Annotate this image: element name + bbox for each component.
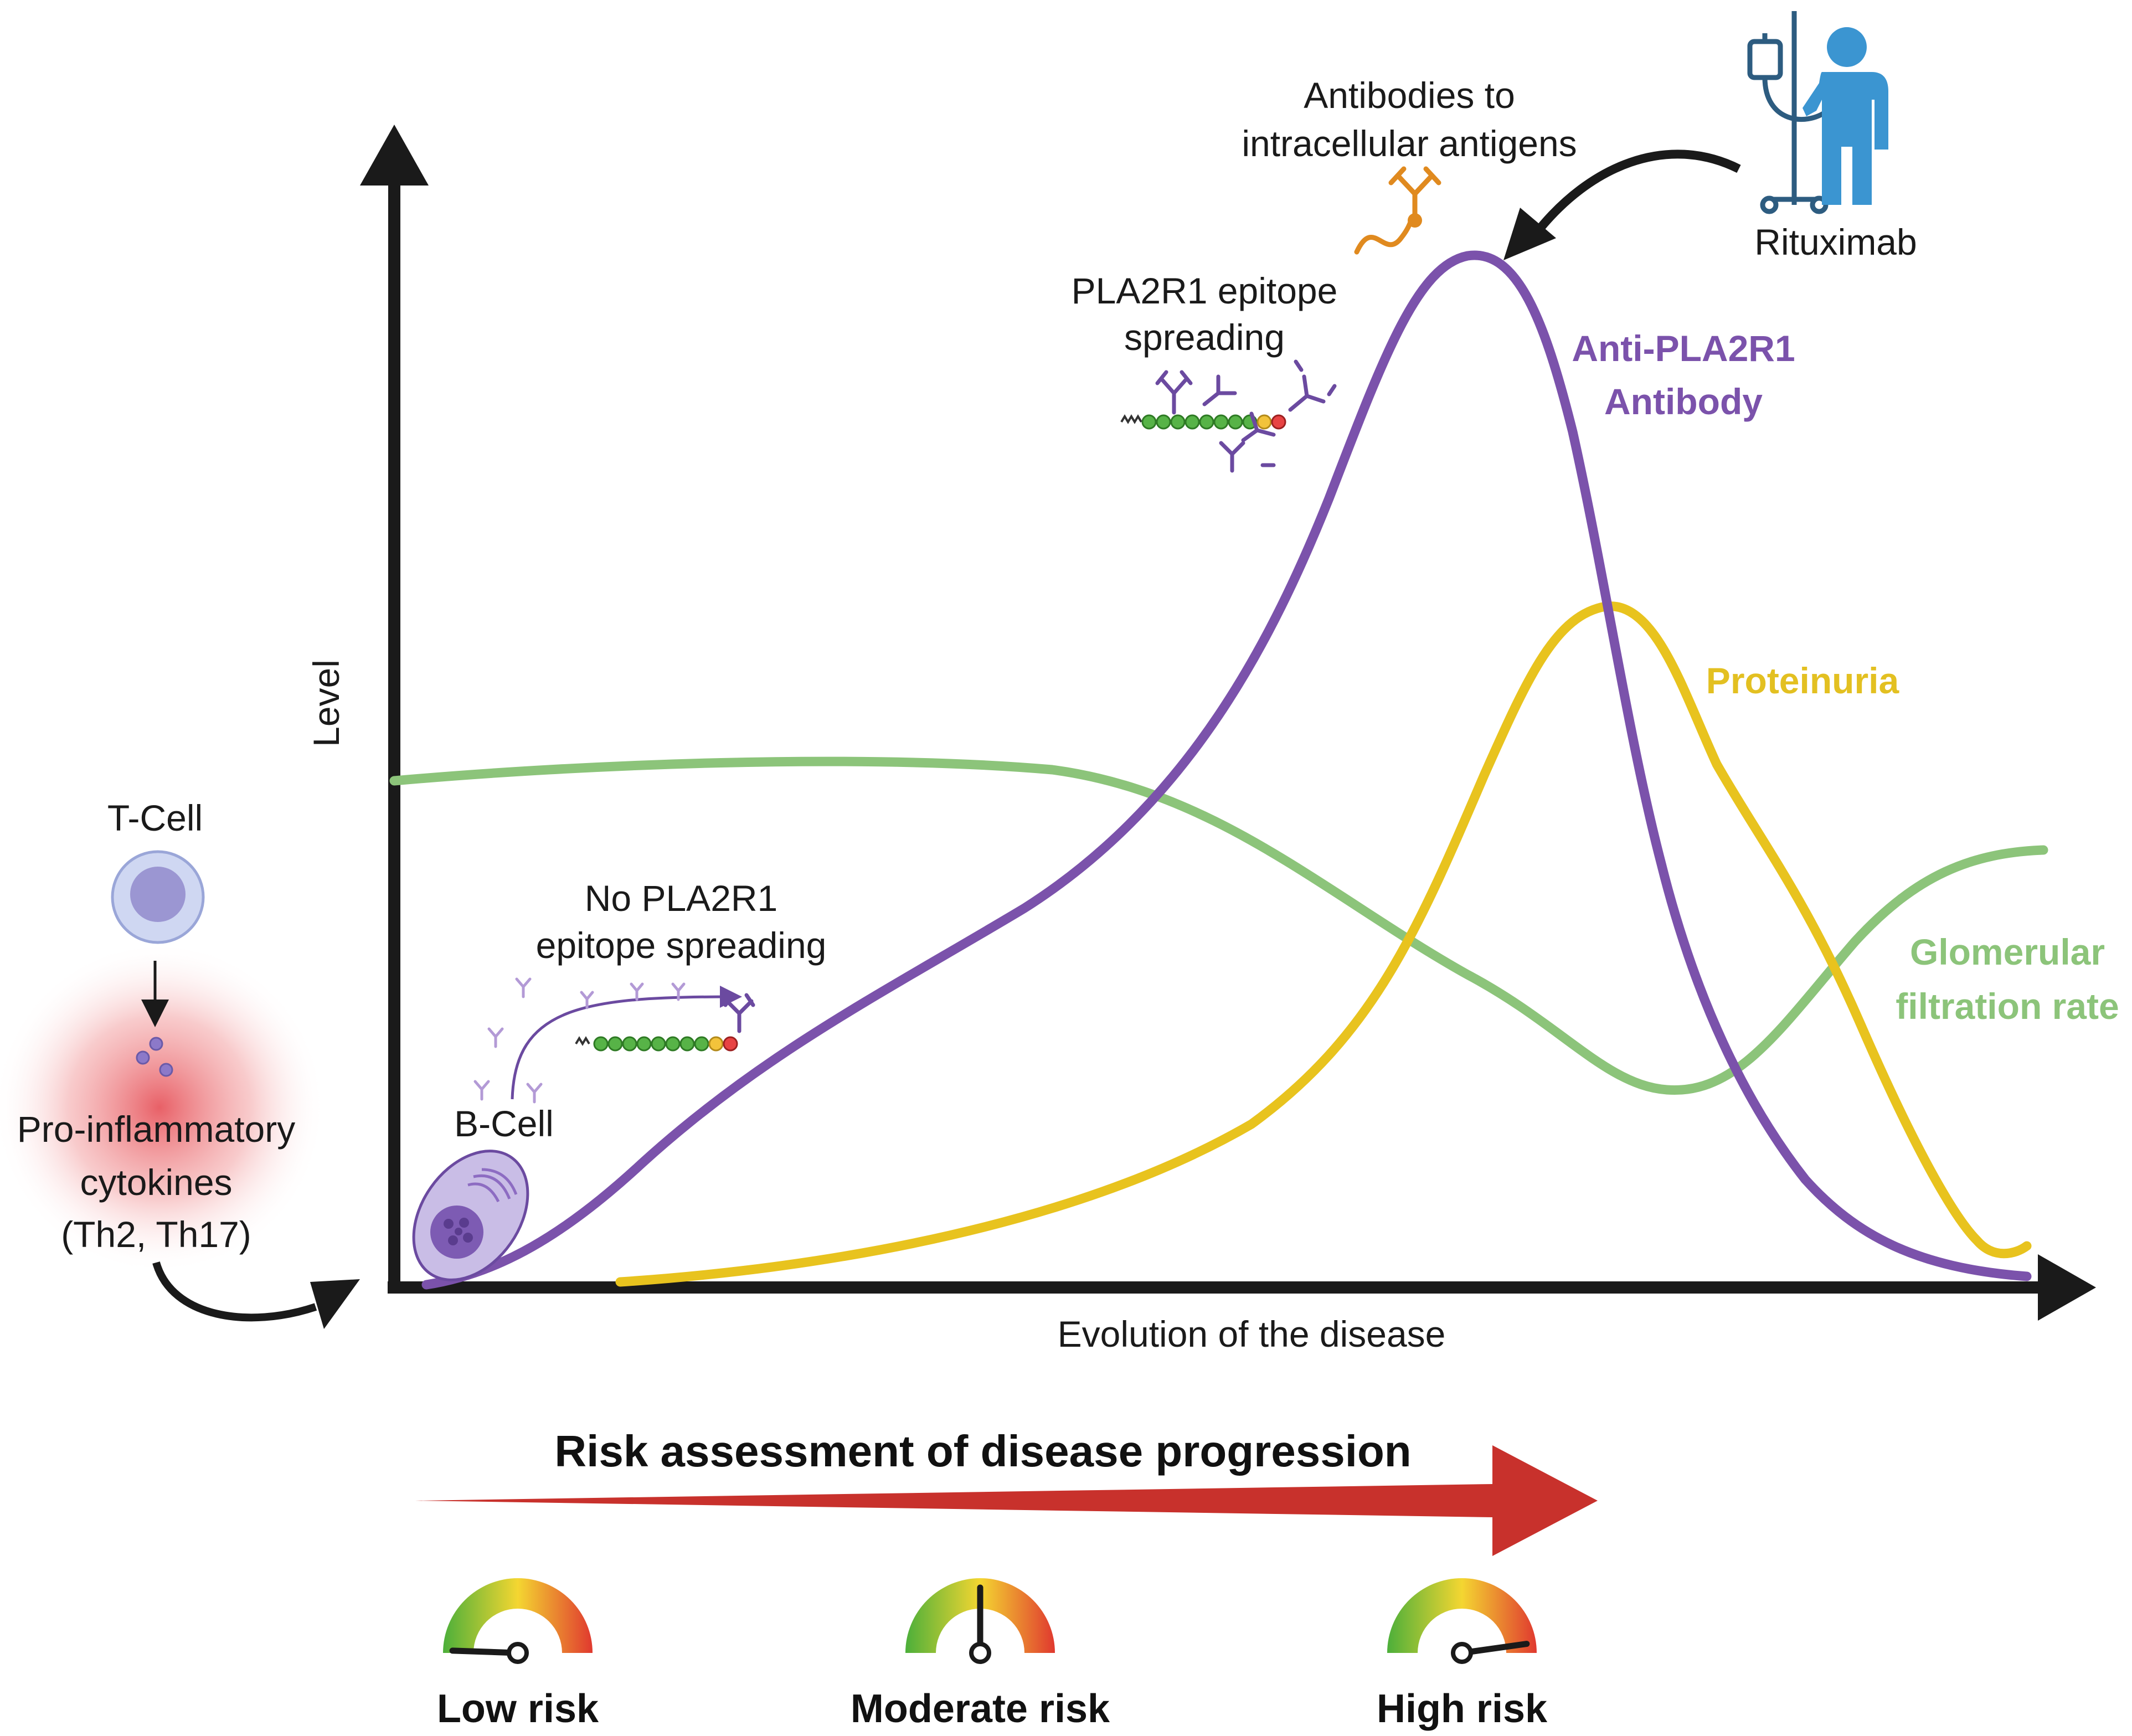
pla2r1-chain-icon-small bbox=[575, 993, 755, 1052]
b-cell-label: B-Cell bbox=[454, 1103, 554, 1144]
t-cell-icon bbox=[111, 850, 205, 944]
iv-drip-icon bbox=[1747, 11, 1829, 214]
no-spreading-text-2: epitope spreading bbox=[536, 925, 827, 966]
patient-icon bbox=[1803, 27, 1888, 205]
gauge-hub bbox=[969, 1642, 991, 1664]
spreading-annotation: PLA2R1 epitope spreading bbox=[1072, 270, 1338, 473]
y-axis-label: Level bbox=[306, 660, 347, 747]
t-cell-group: T-Cell Pro-inflammatory cytokines (Th2, … bbox=[0, 797, 360, 1329]
curve-labels: Anti-PLA2R1 Antibody Proteinuria Glomeru… bbox=[1572, 328, 2119, 1027]
cytokines-text-2: cytokines bbox=[80, 1162, 232, 1203]
small-antibodies-icon bbox=[473, 977, 686, 1104]
y-axis-arrowhead bbox=[360, 125, 429, 186]
proteinuria-curve bbox=[615, 601, 2032, 1287]
gauge-icon bbox=[443, 1578, 593, 1653]
axes: Level Evolution of the disease bbox=[306, 125, 2096, 1354]
gfr-label-1: Glomerular bbox=[1910, 931, 2105, 972]
risk-section: Risk assessment of disease progression L… bbox=[415, 1426, 1598, 1731]
pla2r1-chain-icon bbox=[1120, 414, 1286, 430]
x-axis-label: Evolution of the disease bbox=[1058, 1313, 1446, 1354]
antibody-cluster-icon bbox=[1155, 359, 1337, 473]
antibody-icon bbox=[1354, 166, 1441, 255]
intracellular-annotation: Antibodies to intracellular antigens bbox=[1242, 75, 1577, 255]
curves bbox=[389, 250, 2048, 1290]
gfr-label-2: filtration rate bbox=[1896, 986, 2119, 1027]
gauge-high: High risk bbox=[1377, 1578, 1548, 1731]
t-cell-label: T-Cell bbox=[107, 797, 203, 838]
spreading-text-1: PLA2R1 epitope bbox=[1072, 270, 1338, 311]
cytokines-arrowhead bbox=[310, 1279, 360, 1329]
antibody-curve bbox=[421, 250, 2032, 1290]
gauge-hub bbox=[1451, 1642, 1473, 1664]
intracellular-text-2: intracellular antigens bbox=[1242, 123, 1577, 164]
cytokine-icon bbox=[136, 1037, 173, 1077]
gfr-curve bbox=[389, 756, 2048, 1095]
rituximab-arrow bbox=[1533, 150, 1741, 235]
gauge-label-moderate: Moderate risk bbox=[851, 1687, 1110, 1731]
b-cell-group: B-Cell bbox=[412, 1103, 554, 1281]
x-axis-arrowhead bbox=[2038, 1254, 2096, 1321]
no-spreading-annotation: No PLA2R1 epitope spreading bbox=[473, 878, 827, 1104]
gauge-label-high: High risk bbox=[1377, 1687, 1548, 1731]
proteinuria-label: Proteinuria bbox=[1706, 660, 1900, 701]
gauge-hub bbox=[507, 1642, 529, 1664]
rituximab-arrowhead bbox=[1503, 208, 1556, 260]
gauge-icon bbox=[905, 1578, 1055, 1653]
cytokines-text-1: Pro-inflammatory bbox=[17, 1109, 295, 1150]
cytokine-glow bbox=[0, 941, 326, 1274]
rituximab-group: Rituximab bbox=[1503, 11, 1917, 262]
risk-arrow bbox=[415, 1445, 1598, 1556]
spreading-text-2: spreading bbox=[1124, 317, 1285, 358]
b-cell-arrow bbox=[511, 986, 742, 1100]
gauge-label-low: Low risk bbox=[437, 1687, 599, 1731]
risk-title: Risk assessment of disease progression bbox=[554, 1426, 1411, 1476]
b-cell-icon bbox=[412, 1150, 529, 1281]
intracellular-text-1: Antibodies to bbox=[1304, 75, 1515, 116]
no-spreading-text-1: No PLA2R1 bbox=[585, 878, 778, 919]
cytokines-text-3: (Th2, Th17) bbox=[61, 1214, 251, 1255]
cytokines-arrow bbox=[152, 1261, 317, 1322]
antibody-label-2: Antibody bbox=[1604, 381, 1763, 422]
rituximab-label: Rituximab bbox=[1754, 221, 1917, 262]
antibody-label-1: Anti-PLA2R1 bbox=[1572, 328, 1795, 369]
gauge-icon bbox=[1387, 1578, 1537, 1653]
gauge-low: Low risk bbox=[437, 1578, 599, 1731]
antigen-dot bbox=[1408, 213, 1422, 228]
gauge-moderate: Moderate risk bbox=[851, 1578, 1110, 1731]
